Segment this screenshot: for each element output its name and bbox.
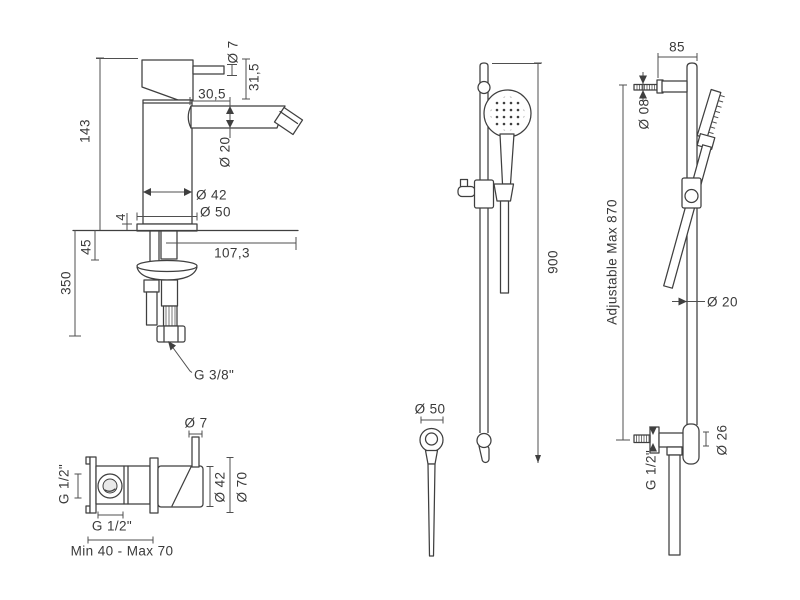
label-side-hose-thread: G 1/2" <box>644 450 659 490</box>
label-rail-diameter: Ø 20 <box>707 295 738 310</box>
shower-rail-side-dimensions-top <box>616 53 698 441</box>
label-spout-reach: 107,3 <box>214 246 250 261</box>
lower-wall-screw <box>633 434 651 444</box>
wall-mixer-geometry <box>85 436 204 514</box>
label-wm-lever-diameter: Ø 7 <box>185 416 208 431</box>
wall-mixer-lever-rod <box>191 436 200 468</box>
basin-mixer-dimensions <box>69 57 297 373</box>
supply-hose-left <box>143 279 160 293</box>
shower-rail-front-dimensions <box>420 62 542 463</box>
shower-rail-side-drawing: 85 Ø 08 Adjustable Max 870 Ø 20 Ø 26 G 1… <box>605 40 738 556</box>
shower-rail-side-dimensions <box>639 72 709 452</box>
basin-mixer-geometry <box>72 59 304 343</box>
shower-hose-lower <box>427 463 436 557</box>
label-counter-offset: 45 <box>79 239 94 255</box>
label-hose-thread: G 3/8" <box>194 368 234 383</box>
basin-mixer-drawing: Ø 7 31,5 30,5 143 Ø 20 Ø 42 Ø 50 4 45 35… <box>59 41 304 383</box>
label-wm-body-diameter: Ø 42 <box>213 472 228 503</box>
wall-mixer-handle <box>157 465 204 508</box>
escutcheon-flange <box>149 457 159 514</box>
label-adjustable-range: Adjustable Max 870 <box>605 199 620 325</box>
slider-bracket <box>473 179 495 209</box>
label-lever-height: 31,5 <box>247 63 262 91</box>
mixer-spout <box>190 105 286 129</box>
label-body-diameter: Ø 42 <box>196 188 227 203</box>
label-base-diameter: Ø 50 <box>200 205 231 220</box>
label-wm-outlet-thread: G 1/2" <box>92 519 132 534</box>
label-body-height: 143 <box>78 119 93 143</box>
label-screw-diameter: Ø 08 <box>637 99 652 130</box>
label-lever-length: 30,5 <box>198 87 226 102</box>
lower-wall-mount <box>476 432 492 449</box>
label-bracket-diameter: Ø 26 <box>715 425 730 456</box>
wall-plate <box>89 456 97 514</box>
shower-rail-front-geometry <box>457 62 532 464</box>
rail-bottom-sleeve <box>682 423 700 465</box>
spray-face-dots <box>490 96 525 131</box>
label-lever-diameter: Ø 7 <box>226 41 241 64</box>
shower-hose-upper <box>499 200 510 294</box>
label-rail-height: 900 <box>546 250 561 274</box>
mixer-handle-block <box>141 59 194 101</box>
lower-bracket-arm <box>658 432 687 448</box>
upper-wall-mount <box>477 80 491 95</box>
mixer-body <box>142 99 193 225</box>
hose-outlet-tube <box>668 454 681 556</box>
wall-mixer-dimensions <box>74 430 234 544</box>
label-outlet-diameter: Ø 50 <box>415 402 446 417</box>
label-hose-length: 350 <box>59 271 74 295</box>
wall-outlet-geometry <box>419 427 444 557</box>
hose-connector-nut <box>156 325 186 343</box>
handshower-holder <box>493 183 515 202</box>
mixer-lever <box>192 65 225 75</box>
supply-hose-right <box>160 279 179 307</box>
handshower-side-head <box>696 88 722 140</box>
shower-rail-front-drawing: 900 Ø 50 <box>415 62 561 557</box>
handshower-handle <box>499 133 515 185</box>
slide-rail-side <box>686 62 698 425</box>
upper-wall-screw <box>633 83 658 91</box>
slide-rail <box>479 62 489 433</box>
slider-lock-knob <box>457 185 476 198</box>
spray-nozzles-side <box>708 94 725 135</box>
label-wm-inlet-thread: G 1/2" <box>57 464 72 504</box>
shower-rail-side-geometry <box>633 62 725 556</box>
label-spout-diameter: Ø 20 <box>218 137 233 168</box>
label-base-thickness: 4 <box>114 213 128 220</box>
upper-bracket-arm <box>661 80 688 93</box>
label-wm-depth-range: Min 40 - Max 70 <box>71 544 174 559</box>
wall-mixer-drawing: Ø 7 G 1/2" Ø 42 Ø 70 G 1/2" Min 40 - Max… <box>57 416 250 559</box>
label-wm-flange-diameter: Ø 70 <box>235 472 250 503</box>
mixer-aerator <box>273 106 304 136</box>
label-bracket-offset: 85 <box>669 40 685 55</box>
